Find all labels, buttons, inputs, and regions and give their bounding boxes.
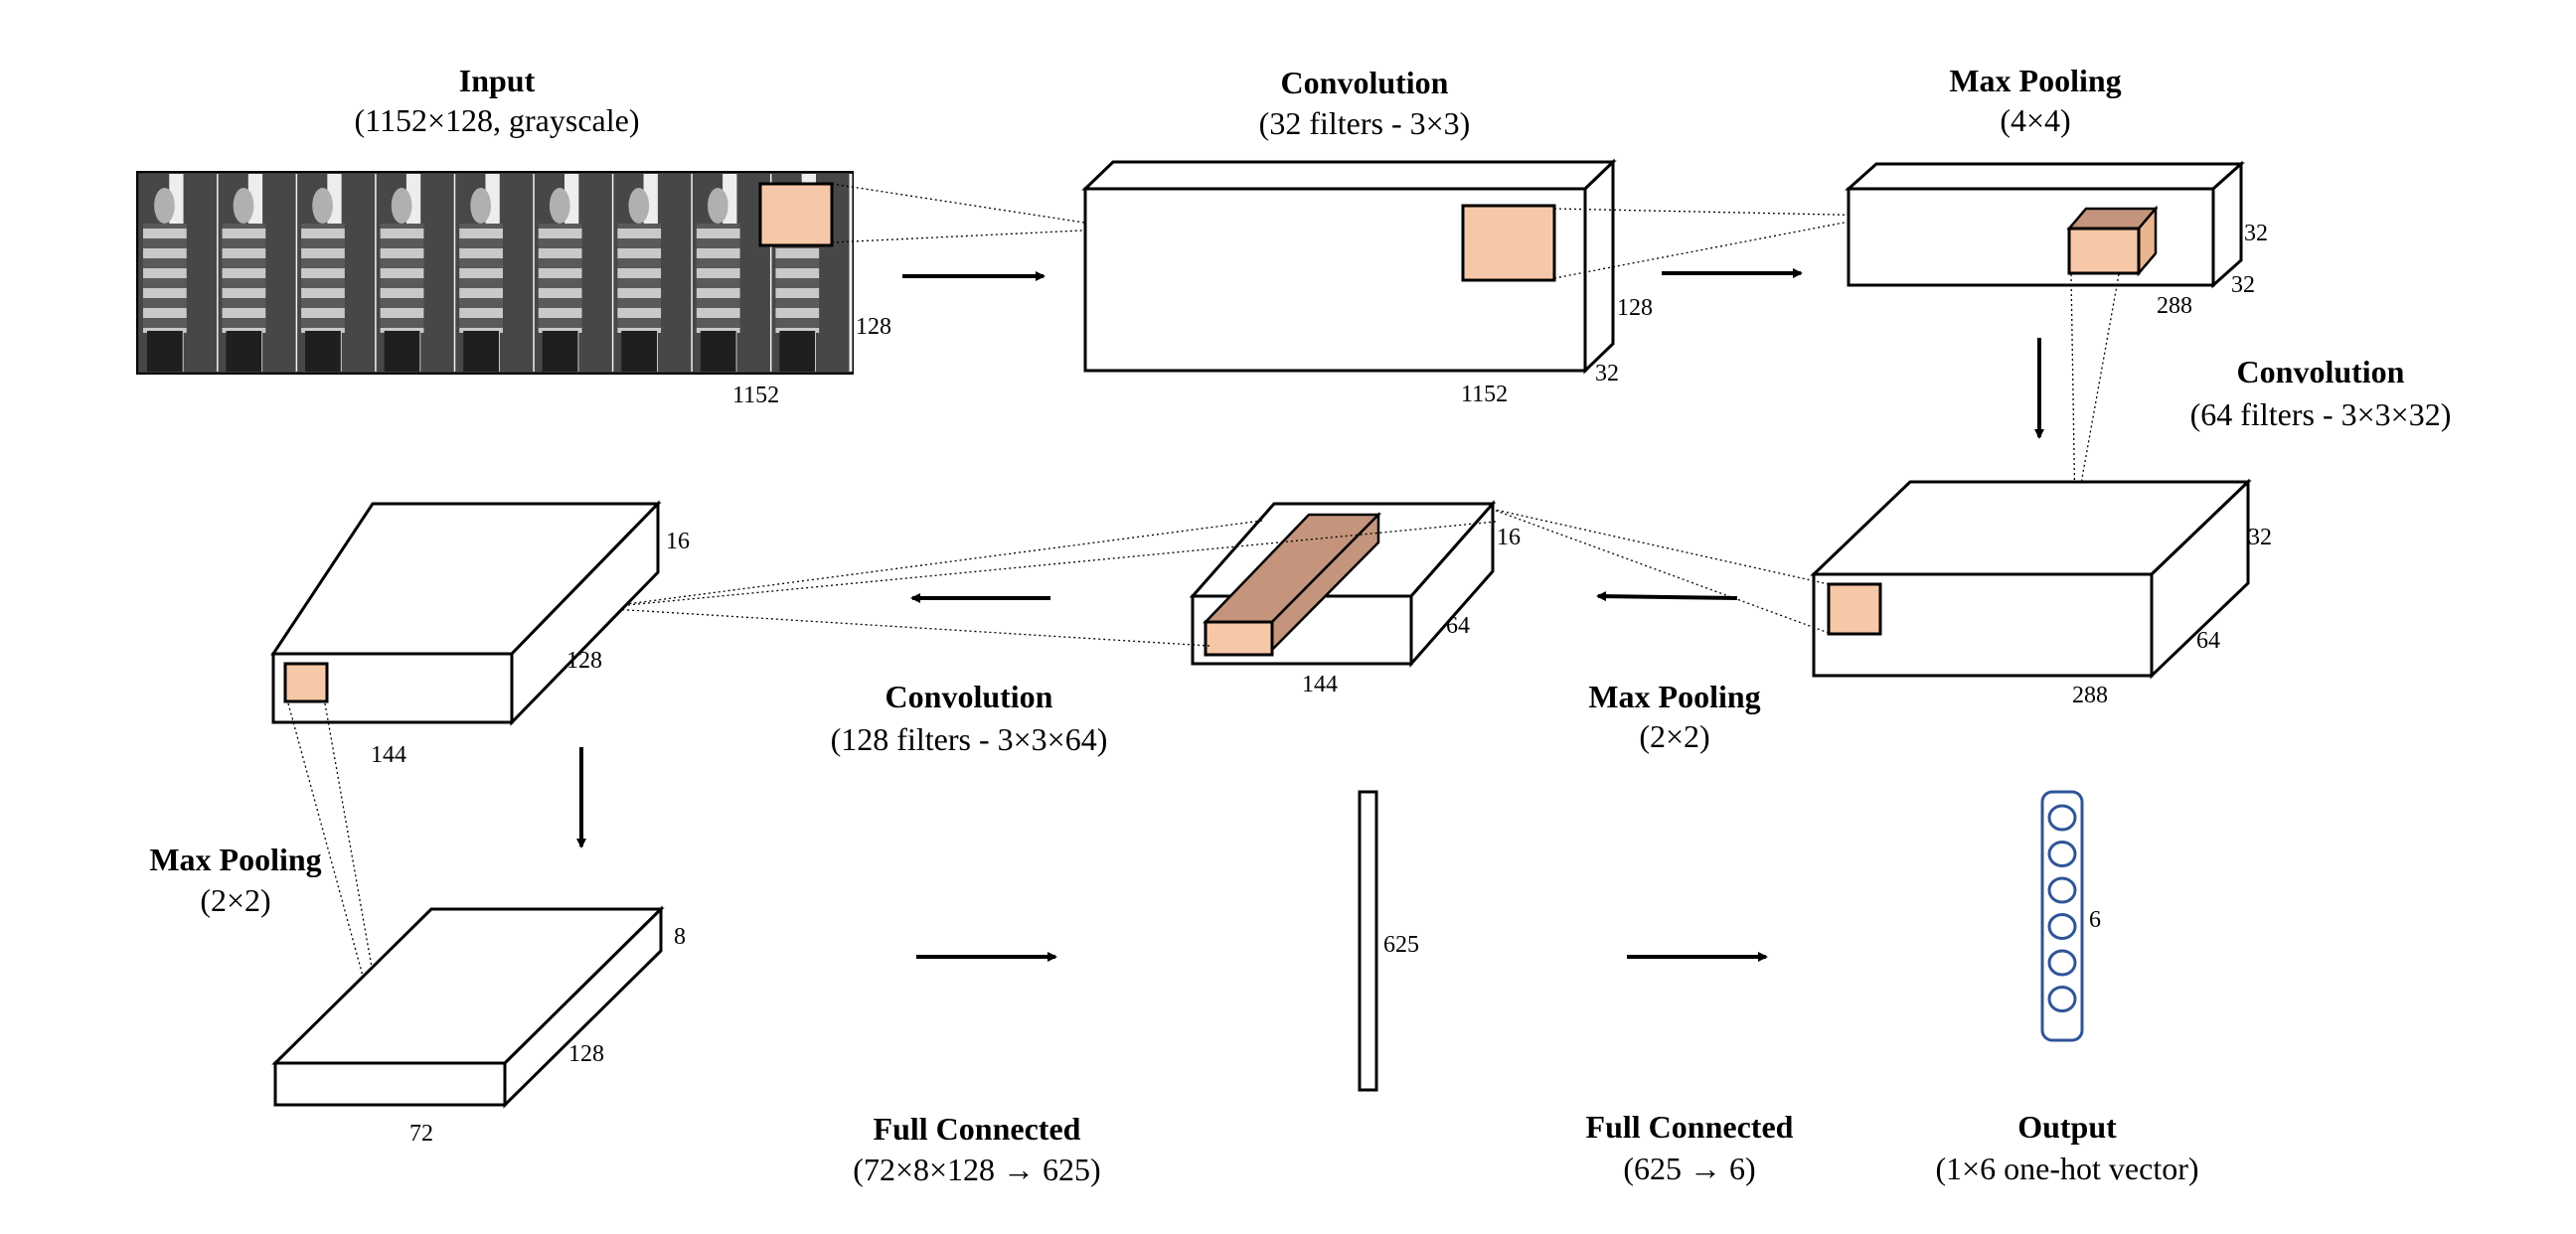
conv1-projection-line-bottom [1553, 215, 1881, 279]
fc1-vector [1358, 790, 1378, 1092]
conv2-projection-line-bottom [1490, 508, 1830, 634]
conv3-width-label: 144 [371, 742, 406, 768]
pool3-volume [271, 905, 665, 1109]
fc1-subtitle: (72×8×128 → 625) [853, 1152, 1100, 1187]
output-node [2047, 804, 2077, 832]
conv2-depth-label: 64 [2196, 628, 2220, 654]
conv3-filter-patch [283, 662, 329, 703]
pool1-title: Max Pooling [1949, 63, 2121, 98]
input-frame [692, 174, 773, 372]
input-frame [297, 174, 379, 372]
pool1-height-label: 32 [2244, 221, 2268, 246]
output-vector [2040, 790, 2084, 1042]
input-height-label: 128 [856, 314, 891, 340]
pool2-subtitle: (2×2) [1639, 718, 1709, 754]
output-node [2047, 913, 2077, 940]
conv1-subtitle: (32 filters - 3×3) [1259, 105, 1471, 141]
input-subtitle: (1152×128, grayscale) [355, 102, 640, 138]
pool1-filter-cube [2066, 205, 2159, 277]
conv1-height-label: 128 [1617, 295, 1653, 321]
input-frame [139, 174, 221, 372]
conv1-title: Convolution [1281, 65, 1449, 100]
pool3-subtitle: (2×2) [200, 882, 270, 918]
conv3-depth-label: 128 [566, 648, 602, 674]
fc2-subtitle: (625 → 6) [1623, 1151, 1755, 1186]
conv3-subtitle: (128 filters - 3×3×64) [831, 721, 1108, 757]
input-frame [534, 174, 615, 372]
conv2-width-label: 288 [2072, 683, 2108, 708]
pool1-volume [1845, 160, 2245, 289]
input-frame [613, 174, 695, 372]
conv2-height-label: 32 [2248, 525, 2272, 550]
conv3-volume [270, 500, 662, 726]
output-subtitle: (1×6 one-hot vector) [1935, 1151, 2198, 1186]
input-width-label: 1152 [732, 383, 779, 408]
arrow-conv2-to-pool2 [1596, 591, 1738, 602]
input-image-strip [136, 171, 854, 375]
input-projection-line-bottom [831, 228, 1124, 243]
conv3-height-label: 16 [666, 529, 690, 554]
input-title: Input [459, 63, 536, 98]
pool2-projection-line-top [595, 520, 1263, 609]
pool2-depth-label: 64 [1446, 613, 1470, 639]
conv2-subtitle: (64 filters - 3×3×32) [2190, 396, 2452, 432]
output-node [2047, 876, 2077, 904]
output-node [2047, 986, 2077, 1012]
pool3-depth-label: 128 [568, 1041, 604, 1067]
conv2-filter-patch [1827, 582, 1882, 636]
conv2-volume [1810, 478, 2252, 680]
pool2-height-label: 16 [1497, 525, 1521, 550]
pool3-title: Max Pooling [149, 842, 321, 877]
input-frame [218, 174, 299, 372]
input-receptive-field [758, 182, 834, 247]
pool1-depth-label: 32 [2231, 272, 2255, 298]
input-frame [455, 174, 537, 372]
pool1-projection-line-left [2070, 273, 2076, 518]
pool2-title: Max Pooling [1588, 679, 1760, 714]
conv3-title: Convolution [886, 679, 1053, 714]
pool2-filter-bar [1203, 511, 1381, 657]
conv1-width-label: 1152 [1461, 382, 1508, 407]
fc1-title: Full Connected [874, 1111, 1081, 1147]
fc2-title: Full Connected [1586, 1109, 1794, 1145]
pool2-projection-line-bottom [595, 607, 1210, 647]
pool3-width-label: 72 [409, 1121, 433, 1147]
output-size-label: 6 [2089, 907, 2101, 933]
pool1-width-label: 288 [2157, 293, 2192, 319]
output-node [2047, 841, 2077, 867]
conv1-depth-label: 32 [1595, 361, 1619, 386]
pool1-subtitle: (4×4) [2000, 102, 2070, 138]
input-projection-line-top [831, 183, 1124, 230]
output-title: Output [2017, 1109, 2117, 1145]
input-frame [376, 174, 457, 372]
pool2-width-label: 144 [1302, 672, 1338, 697]
conv1-filter-patch [1461, 204, 1556, 282]
pool1-projection-line-right [2074, 273, 2120, 518]
fc1-size-label: 625 [1383, 932, 1419, 958]
conv2-title: Convolution [2237, 354, 2405, 389]
conv2-projection-line-top [1490, 508, 1830, 585]
pool2-projection-line-right [595, 521, 1497, 609]
pool3-height-label: 8 [674, 924, 686, 950]
output-node [2047, 949, 2077, 977]
